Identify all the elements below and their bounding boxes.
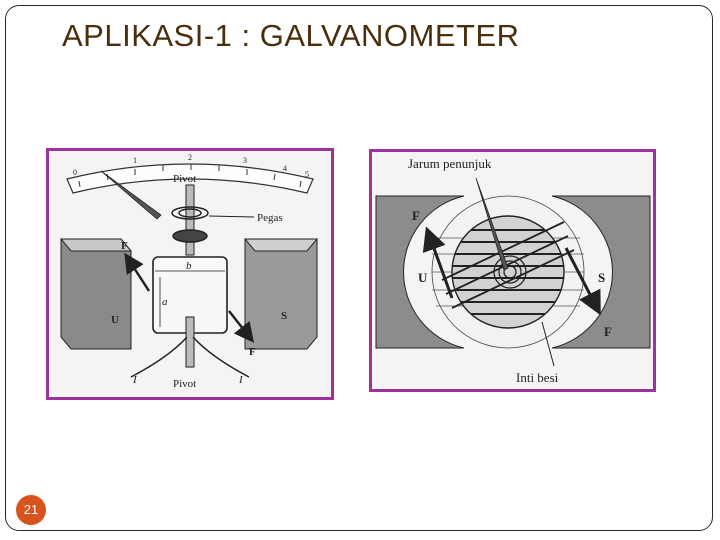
jarum-label: Jarum penunjuk	[408, 156, 492, 171]
inti-label: Inti besi	[516, 370, 559, 385]
slide-frame	[5, 5, 713, 531]
scale-tick-5: 5	[305, 170, 309, 179]
pointer-needle	[100, 170, 162, 220]
scale-tick-3: 3	[243, 156, 247, 165]
scale-tick-4: 4	[283, 164, 287, 173]
pole-u-label: U	[418, 270, 428, 285]
pivot-bottom-label: Pivot	[173, 378, 196, 390]
magnet-pole-s	[551, 195, 651, 349]
iron-core	[451, 215, 565, 329]
current-left-label: I	[132, 374, 138, 386]
galvanometer-coil-figure: 0 1 2 3 4 5 Pivot Pegas U S b	[46, 148, 334, 400]
galvanometer-core-figure: Jarum penunjuk F F U S Inti besi	[369, 149, 656, 392]
magnet-pole-u	[60, 238, 132, 350]
current-lead-left	[130, 336, 188, 378]
scale-tick-marks	[78, 164, 302, 188]
force-arrow-top	[422, 226, 454, 299]
side-b-label: b	[186, 260, 192, 272]
scale-tick-2: 2	[188, 153, 192, 162]
scale-tick-0: 0	[73, 168, 77, 177]
pivot-shaft-top	[185, 184, 195, 256]
page-number-badge: 21	[16, 495, 46, 525]
core-diagram: Jarum penunjuk F F U S Inti besi	[375, 156, 651, 385]
side-a-label: a	[162, 296, 168, 308]
force-right-label: F	[249, 346, 256, 358]
pole-s-label: S	[281, 310, 287, 322]
force-bottom-label: F	[604, 324, 612, 339]
pole-s-label: S	[598, 270, 605, 285]
force-arrow-bottom	[564, 247, 601, 316]
spring-coil	[171, 206, 209, 243]
magnet-pole-s	[244, 238, 318, 350]
current-right-label: I	[238, 374, 244, 386]
pivot-shaft-bottom	[185, 316, 195, 368]
spring-spiral	[493, 255, 527, 289]
current-lead-right	[192, 336, 250, 378]
scale-tick-labels: 0 1 2 3 4 5	[73, 153, 309, 179]
force-left-label: F	[121, 240, 128, 252]
magnet-pole-u	[375, 195, 465, 349]
force-top-label: F	[412, 208, 420, 223]
slide-title: APLIKASI-1 : GALVANOMETER	[62, 18, 520, 53]
pole-u-label: U	[111, 314, 119, 326]
pointer-needle	[475, 177, 509, 271]
pegas-label: Pegas	[257, 212, 283, 224]
force-arrow-left	[124, 252, 151, 292]
inti-leader	[541, 321, 555, 367]
coil-diagram: 0 1 2 3 4 5 Pivot Pegas U S b	[59, 153, 319, 390]
pivot-top-label: Pivot	[173, 173, 196, 185]
pegas-leader	[208, 215, 255, 218]
scale-arc	[66, 163, 314, 194]
force-arrow-right	[228, 310, 255, 343]
scale-tick-1: 1	[133, 156, 137, 165]
